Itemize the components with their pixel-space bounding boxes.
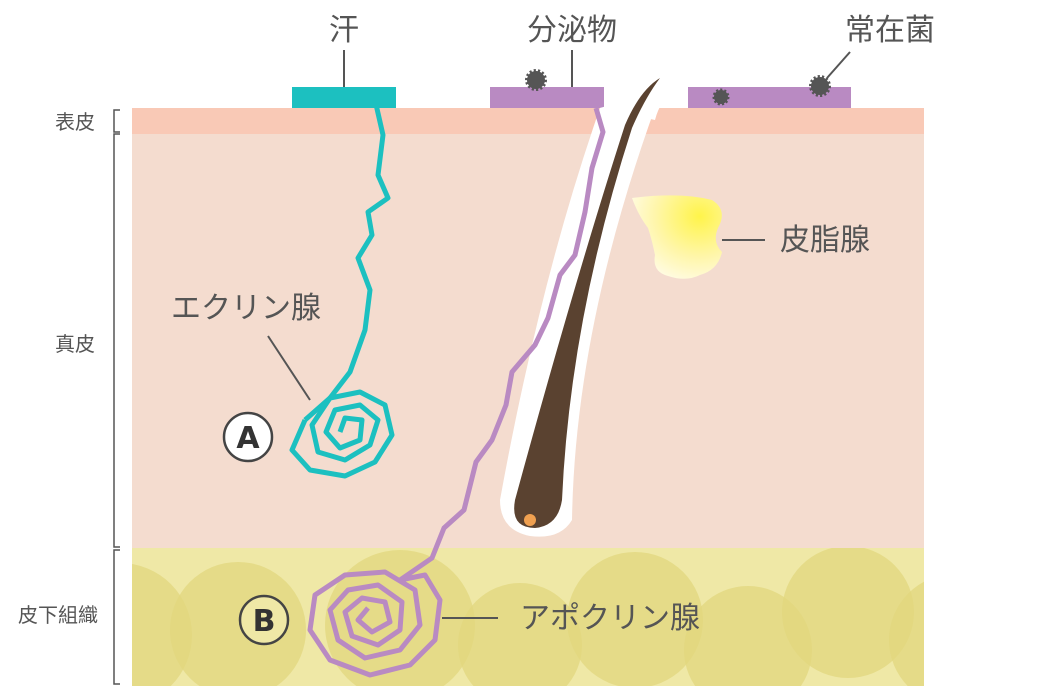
hair-shaft (514, 78, 660, 528)
eccrine-coil (289, 389, 395, 479)
sweat-patch (292, 87, 396, 108)
subcutaneous-bracket (113, 549, 120, 685)
marker-a-circle (222, 411, 274, 463)
label-sweat: 汗 (329, 13, 359, 48)
apocrine-coil (307, 569, 443, 678)
fat-cell (889, 581, 924, 686)
fat-cell (567, 552, 703, 686)
leader-lines (267, 50, 851, 619)
eccrine-duct (303, 99, 391, 422)
epidermis-layer (132, 108, 924, 134)
hair-root-dot (524, 514, 536, 526)
fat-cell (170, 562, 306, 686)
marker-b-circle (238, 594, 290, 646)
marker-a: A (222, 411, 274, 463)
fat-cell (458, 583, 582, 686)
label-epidermis: 表皮 (55, 110, 95, 134)
label-dermis: 真皮 (55, 332, 95, 356)
bacteria-patch (688, 87, 851, 108)
secretion-patch (490, 87, 604, 108)
label-eccrine-gland: エクリン腺 (171, 291, 321, 326)
layer-brackets (113, 109, 120, 685)
marker-b: B (238, 594, 290, 646)
fat-cells (132, 548, 924, 686)
label-subcutaneous: 皮下組織 (18, 603, 98, 627)
sebaceous-gland (632, 195, 722, 279)
label-apocrine-gland: アポクリン腺 (520, 601, 700, 636)
bacteria-leader (826, 51, 851, 79)
label-secretion: 分泌物 (527, 13, 617, 48)
apocrine-duct (398, 107, 606, 583)
epidermis-bracket (113, 109, 120, 133)
marker-b-text: B (253, 604, 276, 639)
marker-a-text: A (236, 421, 260, 456)
fat-cell (782, 548, 914, 678)
label-sebaceous-gland: 皮脂腺 (780, 223, 870, 258)
bacteria-dot (809, 75, 831, 97)
dermis-bracket (113, 133, 120, 548)
bacteria-dot (525, 69, 547, 91)
bacteria-dot (712, 88, 730, 106)
fat-cell (684, 586, 812, 686)
label-resident-bacteria: 常在菌 (845, 13, 935, 48)
eccrine-leader (267, 335, 311, 401)
